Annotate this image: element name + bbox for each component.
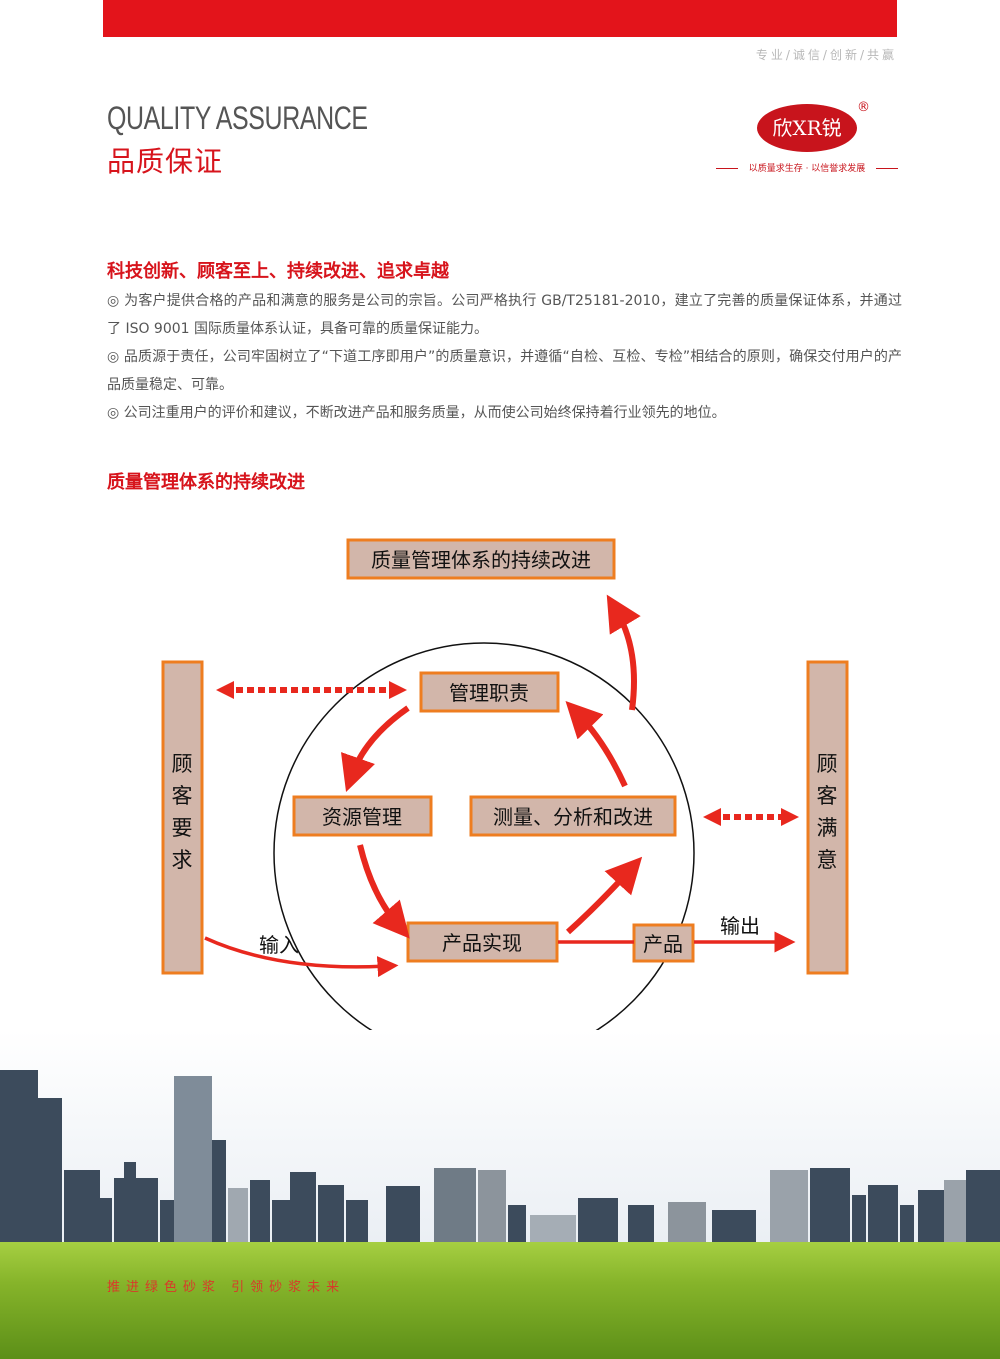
paragraph-2: ◎ 品质源于责任，公司牢固树立了“下道工序即用户”的质量意识，并遵循“自检、互检…: [107, 349, 902, 393]
continuous-improvement-label: 质量管理体系的持续改进: [371, 548, 591, 572]
arrow-input: [204, 936, 399, 978]
footer-slogan: 推进绿色砂浆 引领砂浆未来: [107, 1280, 346, 1295]
logo-slogan: 以质量求生存 · 以信誉求发展: [716, 161, 898, 174]
left-bar-char-1: 顾: [172, 752, 193, 776]
page-title-en: QUALITY ASSURANCE: [107, 100, 368, 136]
product-realization-box: [406, 921, 559, 963]
left-bar-char-4: 求: [172, 848, 193, 872]
left-bar-char-3: 要: [172, 816, 193, 840]
arrow-resource-to-product: [357, 844, 410, 939]
right-bar-char-1: 顾: [817, 752, 838, 776]
product-label: 产品: [643, 932, 683, 956]
arrow-measure-to-mgmt: [565, 701, 628, 788]
measurement-label: 测量、分析和改进: [493, 805, 653, 829]
quality-process-diagram: 顾 客 要 求 顾 客 满 意 质量管理体系的持续改进 管理职责 资源管理 测量…: [161, 538, 849, 1040]
section-heading-values: 科技创新、顾客至上、持续改进、追求卓越: [107, 261, 449, 282]
measurement-box: [469, 795, 677, 837]
process-circle: [273, 642, 695, 1040]
page-title-cn: 品质保证: [107, 145, 224, 178]
arrow-to-continuous-improvement: [606, 594, 641, 711]
resource-box: [292, 795, 433, 837]
continuous-improvement-box: [346, 538, 616, 580]
customer-satisfaction-bar: [806, 660, 849, 975]
input-label: 输入: [259, 933, 299, 957]
paragraph-3: ◎ 公司注重用户的评价和建议，不断改进产品和服务质量，从而使公司始终保持着行业领…: [107, 405, 726, 421]
management-box: [419, 671, 560, 713]
paragraph-1: ◎ 为客户提供合格的产品和满意的服务是公司的宗旨。公司严格执行 GB/T2518…: [107, 293, 902, 337]
registered-mark: ®: [857, 100, 870, 115]
section-heading-diagram: 质量管理体系的持续改进: [107, 472, 305, 493]
right-bar-char-4: 意: [817, 848, 838, 872]
right-bar-char-3: 满: [817, 816, 838, 840]
product-realization-label: 产品实现: [442, 931, 522, 955]
output-label: 输出: [720, 914, 760, 938]
arrow-mgmt-to-resource: [340, 705, 410, 792]
right-bar-char-2: 客: [817, 784, 838, 808]
customer-requirement-bar: [161, 660, 204, 975]
management-label: 管理职责: [449, 681, 529, 705]
left-bar-char-2: 客: [172, 784, 193, 808]
resource-label: 资源管理: [322, 805, 402, 829]
city-skyline-image: [0, 1030, 1000, 1359]
top-red-bar: [103, 0, 897, 37]
arrow-product-to-measure: [565, 856, 643, 935]
brand-logo: 欣XR锐: [757, 104, 857, 152]
company-tagline: 专业/诚信/创新/共赢: [755, 48, 897, 62]
